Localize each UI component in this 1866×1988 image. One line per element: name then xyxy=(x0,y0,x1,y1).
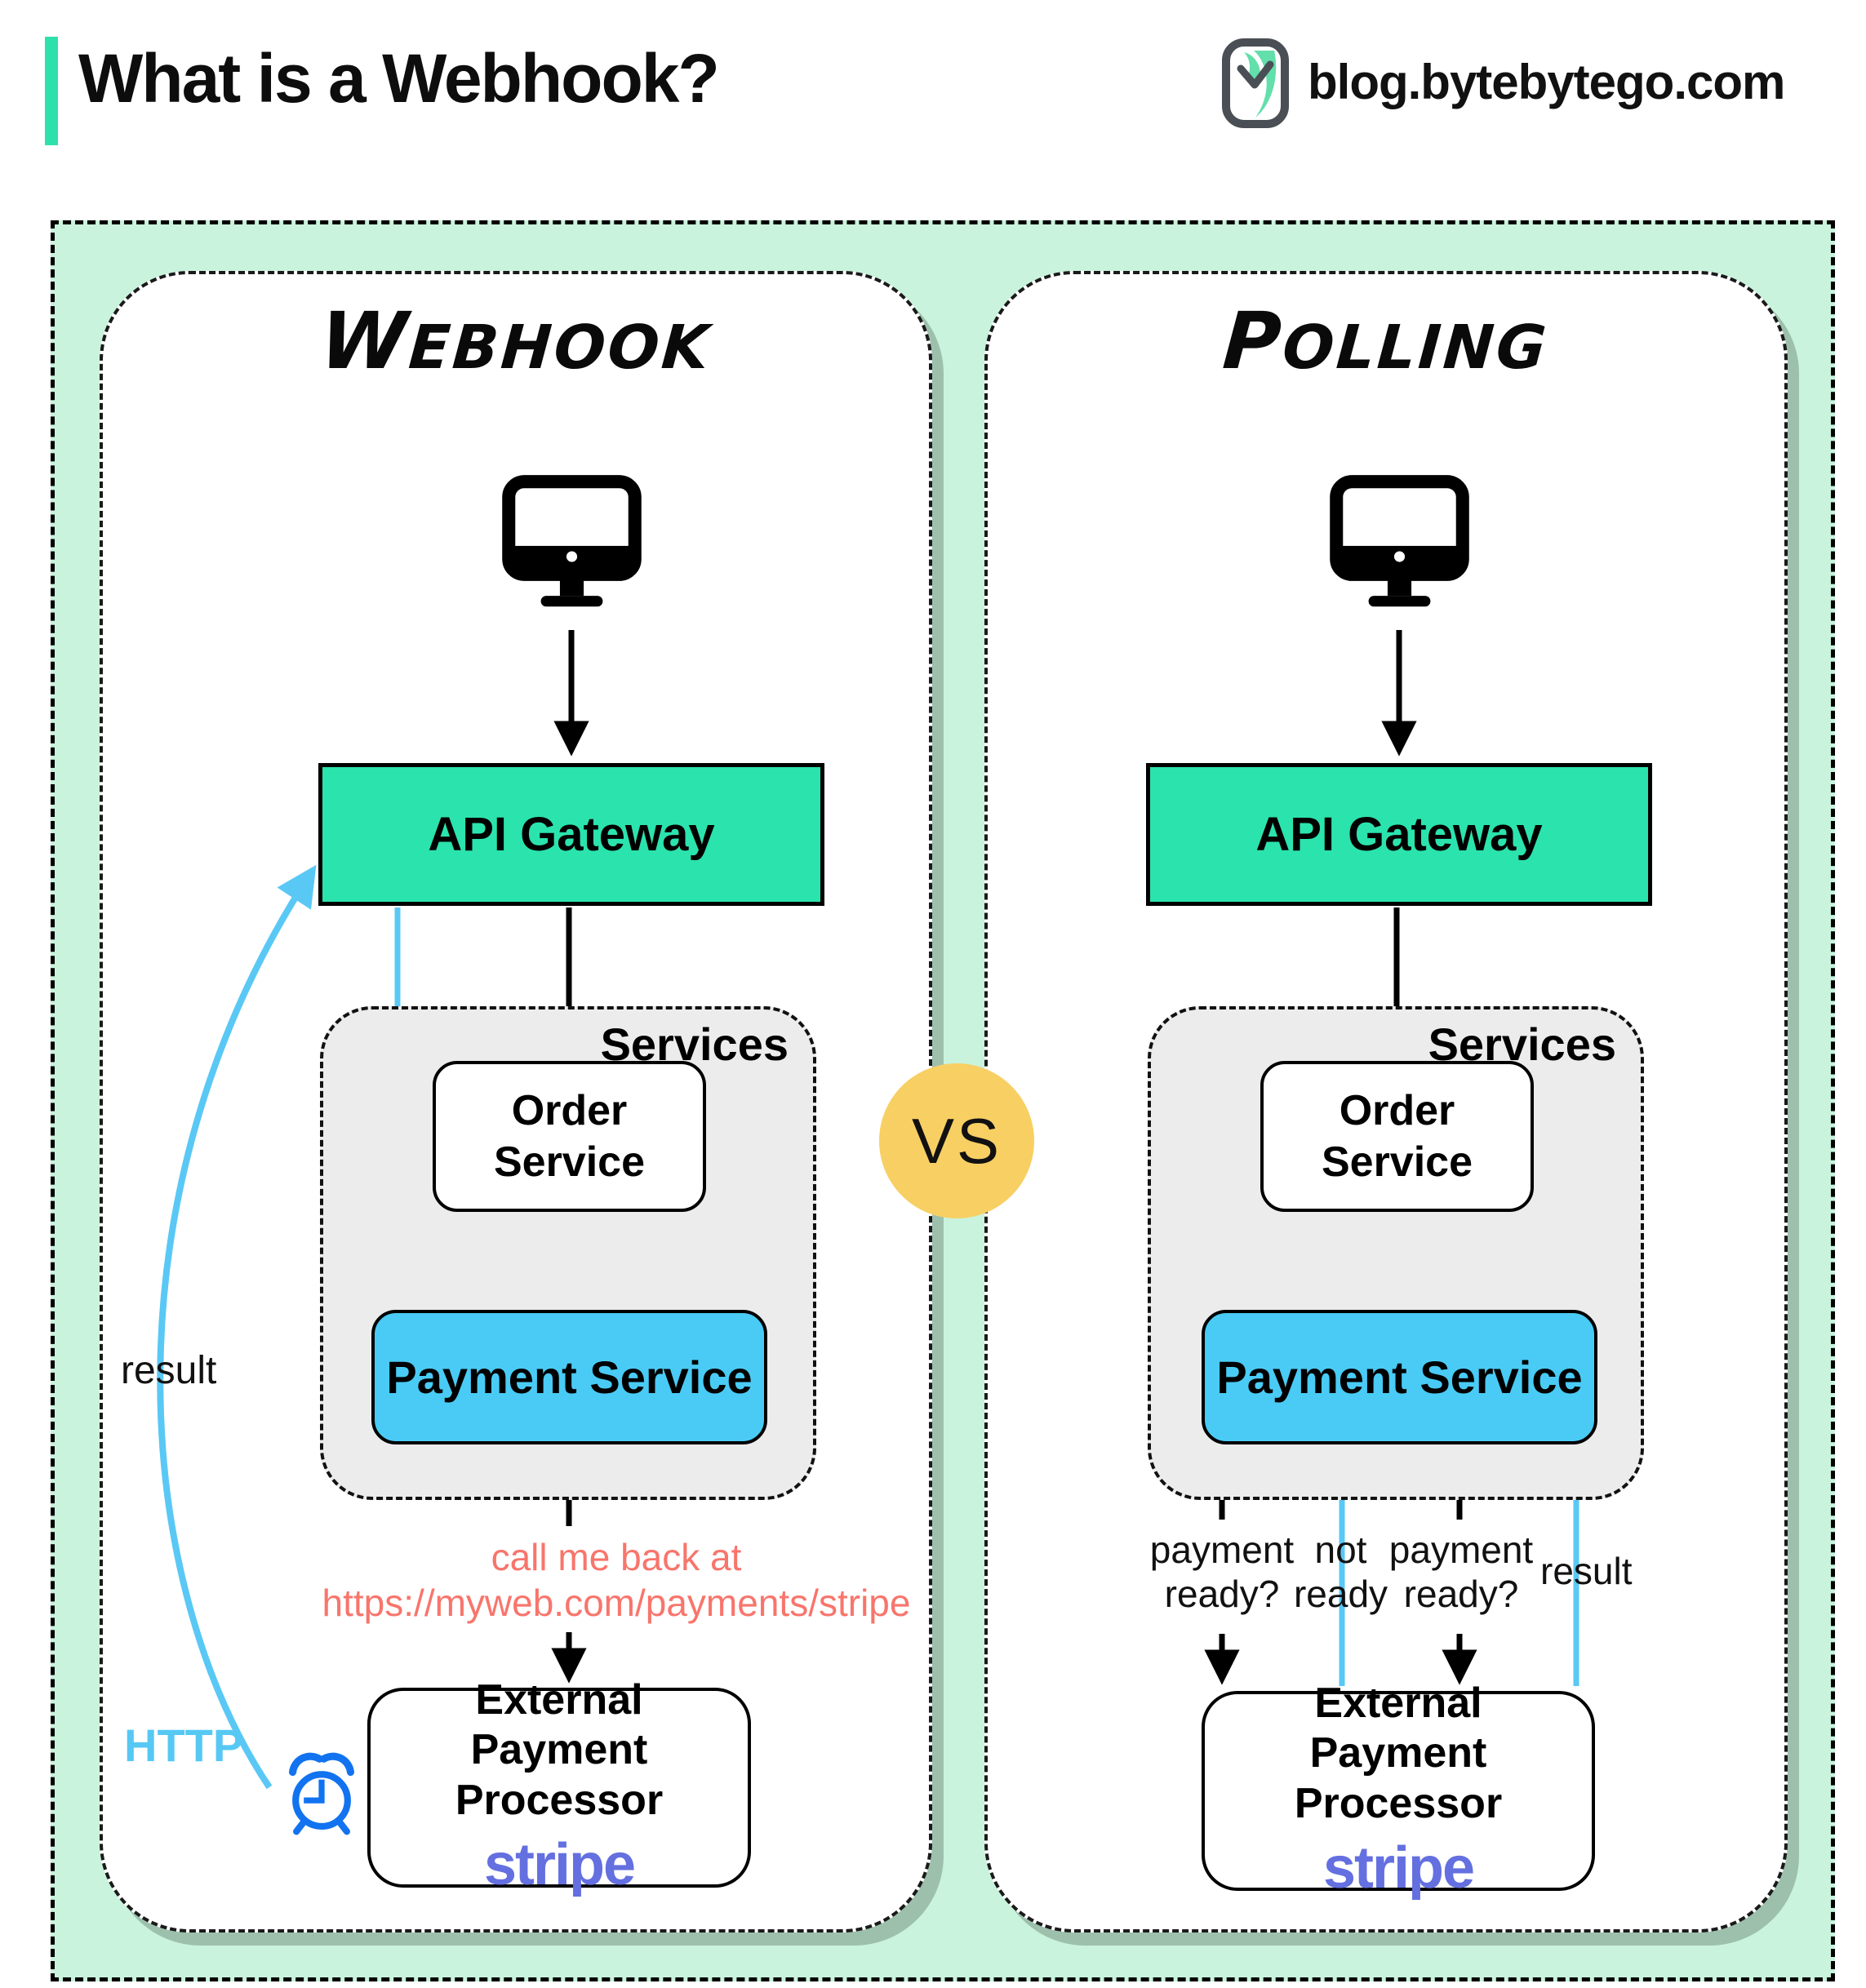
webhook-payment-service-box: Payment Service xyxy=(371,1310,767,1444)
callback-note-line1: call me back at xyxy=(491,1536,742,1578)
webhook-order-service-box: Order Service xyxy=(433,1061,706,1212)
stripe-logo: stripe xyxy=(1322,1835,1475,1901)
webhook-callback-note: call me back at https://myweb.com/paymen… xyxy=(320,1534,913,1626)
webhook-api-gateway-label: API Gateway xyxy=(428,808,715,861)
vs-label: VS xyxy=(911,1104,1002,1177)
alarm-clock-icon xyxy=(289,1752,354,1835)
polling-arrow-label-payment-ready-2: payment ready? xyxy=(1388,1529,1534,1616)
polling-api-gateway-box: API Gateway xyxy=(1146,763,1652,906)
polling-payment-service-label: Payment Service xyxy=(1216,1351,1583,1403)
stripe-logo: stripe xyxy=(483,1832,636,1898)
bytebytego-logo-icon xyxy=(1222,38,1289,128)
polling-arrow-label-payment-ready-1: payment ready? xyxy=(1149,1529,1295,1616)
polling-arrow-label-result: result xyxy=(1540,1550,1633,1592)
site-url: blog.bytebytego.com xyxy=(1308,55,1785,109)
polling-panel-title: Polling xyxy=(1220,295,1551,387)
external-processor-line2: Payment Processor xyxy=(455,1726,664,1824)
polling-api-gateway-label: API Gateway xyxy=(1255,808,1543,861)
polling-external-processor-box: External Payment Processor stripe xyxy=(1202,1680,1595,1901)
monitor-icon xyxy=(1330,475,1469,607)
webhook-result-label: result xyxy=(121,1349,217,1392)
page-title: What is a Webhook? xyxy=(78,40,720,117)
webhook-payment-service-label: Payment Service xyxy=(386,1351,753,1403)
webhook-panel-title: Webhook xyxy=(317,295,714,387)
title-accent-bar xyxy=(45,37,58,145)
callback-note-line2: https://myweb.com/payments/stripe xyxy=(322,1582,911,1625)
polling-arrow-label-not-ready: not ready xyxy=(1293,1529,1388,1616)
vs-badge: VS xyxy=(879,1063,1034,1218)
webhook-order-service-label: Order Service xyxy=(493,1087,646,1186)
polling-payment-service-box: Payment Service xyxy=(1202,1310,1597,1444)
webhook-external-processor-box: External Payment Processor stripe xyxy=(367,1676,751,1897)
webhook-api-gateway-box: API Gateway xyxy=(318,763,824,906)
polling-order-service-label: Order Service xyxy=(1321,1087,1473,1186)
external-processor-line2: Payment Processor xyxy=(1294,1729,1503,1827)
external-processor-line1: External xyxy=(475,1675,643,1724)
monitor-icon xyxy=(502,475,642,607)
polling-order-service-box: Order Service xyxy=(1260,1061,1534,1212)
webhook-http-label: HTTP xyxy=(124,1720,244,1771)
external-processor-line1: External xyxy=(1314,1679,1482,1727)
